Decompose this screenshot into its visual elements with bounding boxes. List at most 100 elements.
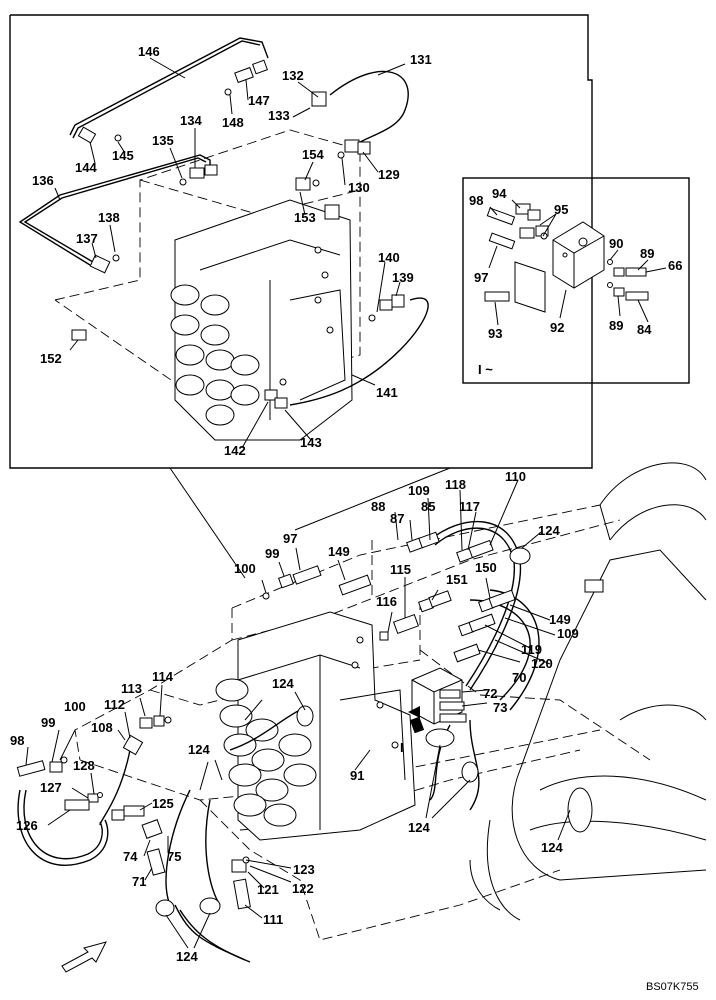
callout-71: 71: [132, 874, 146, 889]
inset-callout-84: 84: [637, 322, 652, 337]
callout-142: 142: [224, 443, 246, 458]
callout-100-b: 100: [64, 699, 86, 714]
callout-122: 122: [292, 881, 314, 896]
callout-134: 134: [180, 113, 202, 128]
upper-detail-frame: [9, 14, 593, 469]
callout-154: 154: [302, 147, 324, 162]
callout-137: 137: [76, 231, 98, 246]
callout-99-b: 99: [41, 715, 55, 730]
upper-dashed-outline: [54, 129, 361, 401]
callout-148: 148: [222, 115, 244, 130]
inset-callout-89-top: 89: [640, 246, 654, 261]
callout-113: 113: [121, 681, 142, 696]
callout-99: 99: [265, 546, 279, 561]
callout-151: 151: [446, 572, 468, 587]
callout-73: 73: [493, 700, 507, 715]
callout-119: 119: [521, 642, 542, 657]
callout-100: 100: [234, 561, 256, 576]
callout-110: 110: [505, 469, 526, 484]
callout-125: 125: [152, 796, 174, 811]
inset-callout-98: 98: [469, 193, 483, 208]
callout-97: 97: [283, 531, 297, 546]
callout-146: 146: [138, 44, 160, 59]
main-callouts: 110 118 109 85 117 88 87 124 97 99 149 1…: [10, 469, 579, 964]
callout-75: 75: [167, 849, 181, 864]
callout-88: 88: [371, 499, 385, 514]
callout-121: 121: [257, 882, 279, 897]
control-valve-main: [215, 611, 416, 841]
upper-detail-view: 146 131 132 147 133 148 134 135 144 145 …: [9, 14, 593, 579]
drawing-code: BS07K755: [646, 981, 699, 993]
callout-129: 129: [378, 167, 400, 182]
callout-91: 91: [350, 768, 364, 783]
callout-150: 150: [475, 560, 497, 575]
callout-70: 70: [512, 670, 526, 685]
callout-115: 115: [390, 562, 411, 577]
callout-124-b: 124: [272, 676, 294, 691]
callout-136: 136: [32, 173, 54, 188]
front-direction-arrow-icon: [61, 941, 107, 973]
inset-callout-95: 95: [554, 202, 568, 217]
callout-120: 120: [531, 656, 553, 671]
inset-callout-97: 97: [474, 270, 488, 285]
callout-112: 112: [104, 697, 125, 712]
callout-124-e: 124: [541, 840, 563, 855]
callout-87: 87: [390, 511, 404, 526]
solenoid-valve-main: [408, 667, 467, 734]
view-arrow-icon: [408, 706, 420, 718]
callout-111: 111: [263, 912, 283, 927]
callout-140: 140: [378, 250, 400, 265]
hose-131: [329, 70, 409, 146]
solenoid-valve-block: [552, 221, 605, 289]
callout-149-b: 149: [549, 612, 571, 627]
callout-135: 135: [152, 133, 174, 148]
clamp-124-b: [425, 728, 455, 748]
inset-frame: [462, 177, 690, 384]
inset-marker: I ~: [478, 362, 493, 377]
callout-139: 139: [392, 270, 414, 285]
inset-callout-93: 93: [488, 326, 502, 341]
callout-98: 98: [10, 733, 24, 748]
callout-128: 128: [73, 758, 95, 773]
callout-124-a: 124: [538, 523, 560, 538]
inset-detail-i: 98 94 95 97 93 92 90 89 66 89 84 I ~: [462, 177, 690, 384]
callout-118: 118: [445, 477, 466, 492]
callout-127: 127: [40, 780, 62, 795]
swing-structure: [469, 462, 707, 921]
inset-callout-89-bottom: 89: [609, 318, 623, 333]
callout-116: 116: [376, 594, 397, 609]
pipe-136: [18, 154, 211, 266]
callout-124-d: 124: [408, 820, 430, 835]
inset-callout-92: 92: [550, 320, 564, 335]
clamp-124-a: [509, 547, 531, 565]
valve-plate: [514, 261, 546, 313]
callout-131: 131: [410, 52, 432, 67]
callout-147: 147: [248, 93, 270, 108]
main-fittings: [16, 531, 516, 910]
callout-141: 141: [376, 385, 398, 400]
leader-frame-left: [169, 467, 246, 579]
callout-149: 149: [328, 544, 350, 559]
inset-callout-94: 94: [492, 186, 507, 201]
callout-124-f: 124: [176, 949, 198, 964]
callout-117: 117: [459, 499, 480, 514]
callout-153: 153: [294, 210, 316, 225]
callout-130: 130: [348, 180, 370, 195]
callout-126: 126: [16, 818, 38, 833]
callout-74: 74: [123, 849, 138, 864]
callout-85: 85: [421, 499, 435, 514]
inset-callout-90: 90: [609, 236, 623, 251]
callout-145: 145: [112, 148, 134, 163]
callout-123: 123: [293, 862, 315, 877]
callout-109: 109: [408, 483, 430, 498]
main-leaders: [25, 479, 571, 949]
callout-152: 152: [40, 351, 62, 366]
view-marker: I: [400, 740, 404, 755]
callout-132: 132: [282, 68, 304, 83]
callout-108: 108: [91, 720, 113, 735]
callout-109-b: 109: [557, 626, 579, 641]
callout-72: 72: [483, 686, 497, 701]
main-dashed-outline-1: [231, 504, 601, 609]
callout-144: 144: [75, 160, 97, 175]
